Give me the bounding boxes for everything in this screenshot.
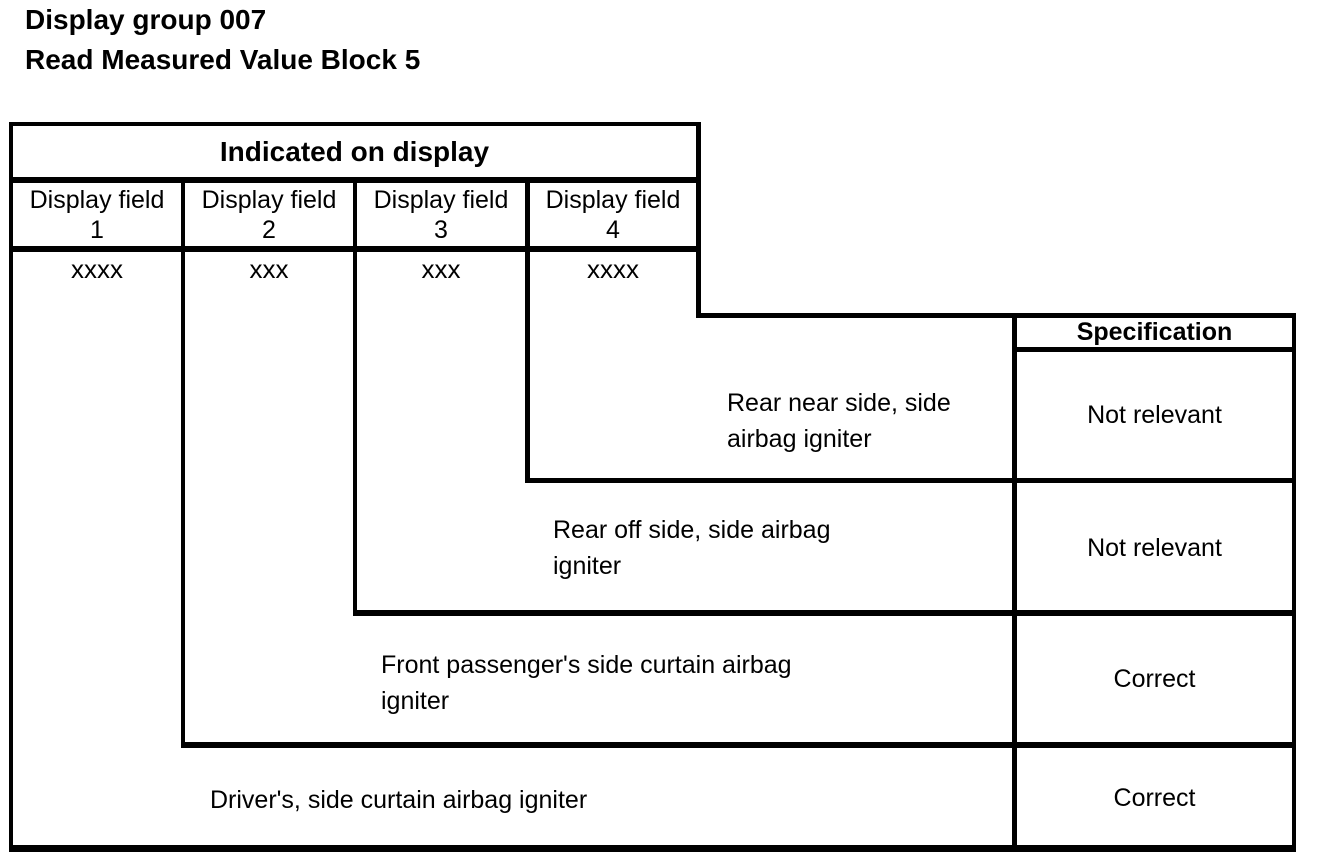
row-description-field3: Rear off side, side airbag igniter: [553, 516, 831, 580]
display-field-number: 4: [606, 215, 620, 244]
row-description-field1: Driver's, side curtain airbag igniter: [210, 786, 588, 814]
display-field-number: 2: [262, 215, 276, 244]
column2-boundary-line: [181, 177, 185, 748]
column3-boundary-line: [353, 177, 357, 616]
page-title-line2: Read Measured Value Block 5: [25, 44, 421, 75]
row2-separator-line: [353, 610, 1296, 616]
display-value-field4: xxxx: [587, 253, 639, 284]
column-header-field4: Display field 4: [530, 183, 696, 246]
table-bottom-border: [9, 845, 1296, 852]
display-field-number: 3: [434, 215, 448, 244]
row-description-field2: Front passenger's side curtain airbag ig…: [381, 651, 792, 715]
column4-boundary-line: [525, 177, 530, 483]
display-field-label: Display field: [29, 185, 165, 214]
specification-header: Specification: [1076, 318, 1233, 346]
table-left-border: [9, 122, 13, 852]
display-value-field2: xxx: [249, 253, 289, 284]
row-specification-field1: Correct: [1113, 784, 1196, 812]
display-field-number: 1: [90, 215, 104, 244]
page-title-line1: Display group 007: [25, 4, 267, 35]
display-field-label: Display field: [545, 185, 681, 214]
display-value-field1: xxxx: [71, 253, 123, 284]
column-header-field3: Display field 3: [357, 183, 525, 246]
row-specification-field2: Correct: [1113, 665, 1196, 693]
display-value-field3: xxx: [421, 253, 461, 284]
column-header-field2: Display field 2: [185, 183, 353, 246]
row-specification-field3: Not relevant: [1087, 534, 1222, 562]
spec-header-underline: [1012, 347, 1296, 352]
table-right-border: [1292, 313, 1296, 852]
row-specification-field4: Not relevant: [1087, 401, 1222, 429]
row3-separator-line: [181, 742, 1296, 748]
table-top-border: [9, 122, 701, 126]
display-table-right-border: [696, 122, 701, 318]
spec-area-top-border: [696, 313, 1296, 318]
display-field-label: Display field: [373, 185, 509, 214]
row1-separator-line: [525, 478, 1296, 483]
display-field-label: Display field: [201, 185, 337, 214]
row-description-field4: Rear near side, side airbag igniter: [727, 389, 951, 453]
indicated-on-display-header: Indicated on display: [219, 135, 490, 167]
spec-column-separator: [1012, 313, 1017, 852]
column-header-field1: Display field 1: [13, 183, 181, 246]
